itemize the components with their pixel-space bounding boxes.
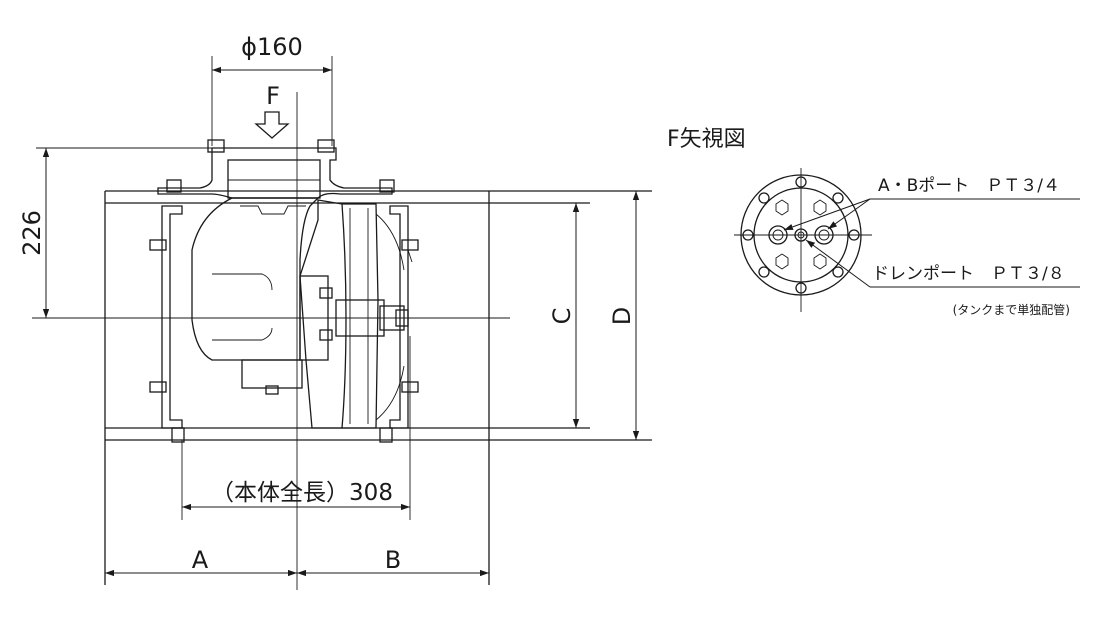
view-arrow-f <box>254 111 290 139</box>
mounting-frame <box>104 190 652 585</box>
dimension-308 <box>181 336 411 520</box>
label-note: (タンクまで単独配管) <box>953 302 1070 317</box>
label-phi160: ϕ160 <box>241 33 303 61</box>
label-b: B <box>385 546 401 574</box>
main-view: ϕ160 F 226 （本体全長）308 A B C D <box>18 33 652 590</box>
label-d: D <box>608 307 636 325</box>
dimension-226 <box>36 147 212 318</box>
f-view-title: F矢視図 <box>667 127 746 152</box>
f-view: F矢視図 <box>667 127 1080 317</box>
pump-housing <box>191 197 333 395</box>
label-a: A <box>192 546 209 574</box>
label-ab-port: A・Bポート ＰＴ３/４ <box>878 176 1060 196</box>
flange-face <box>734 168 872 312</box>
label-226: 226 <box>18 210 46 256</box>
label-c: C <box>548 308 576 325</box>
top-flange <box>157 139 395 199</box>
label-f: F <box>266 82 280 110</box>
motor-section <box>299 199 409 429</box>
label-308: （本体全長）308 <box>211 480 393 506</box>
label-drain-port: ドレンポート ＰＴ３/８ <box>872 264 1065 284</box>
dimension-phi160 <box>211 56 333 146</box>
center-lines <box>32 92 510 590</box>
leader-lines <box>783 198 1080 288</box>
